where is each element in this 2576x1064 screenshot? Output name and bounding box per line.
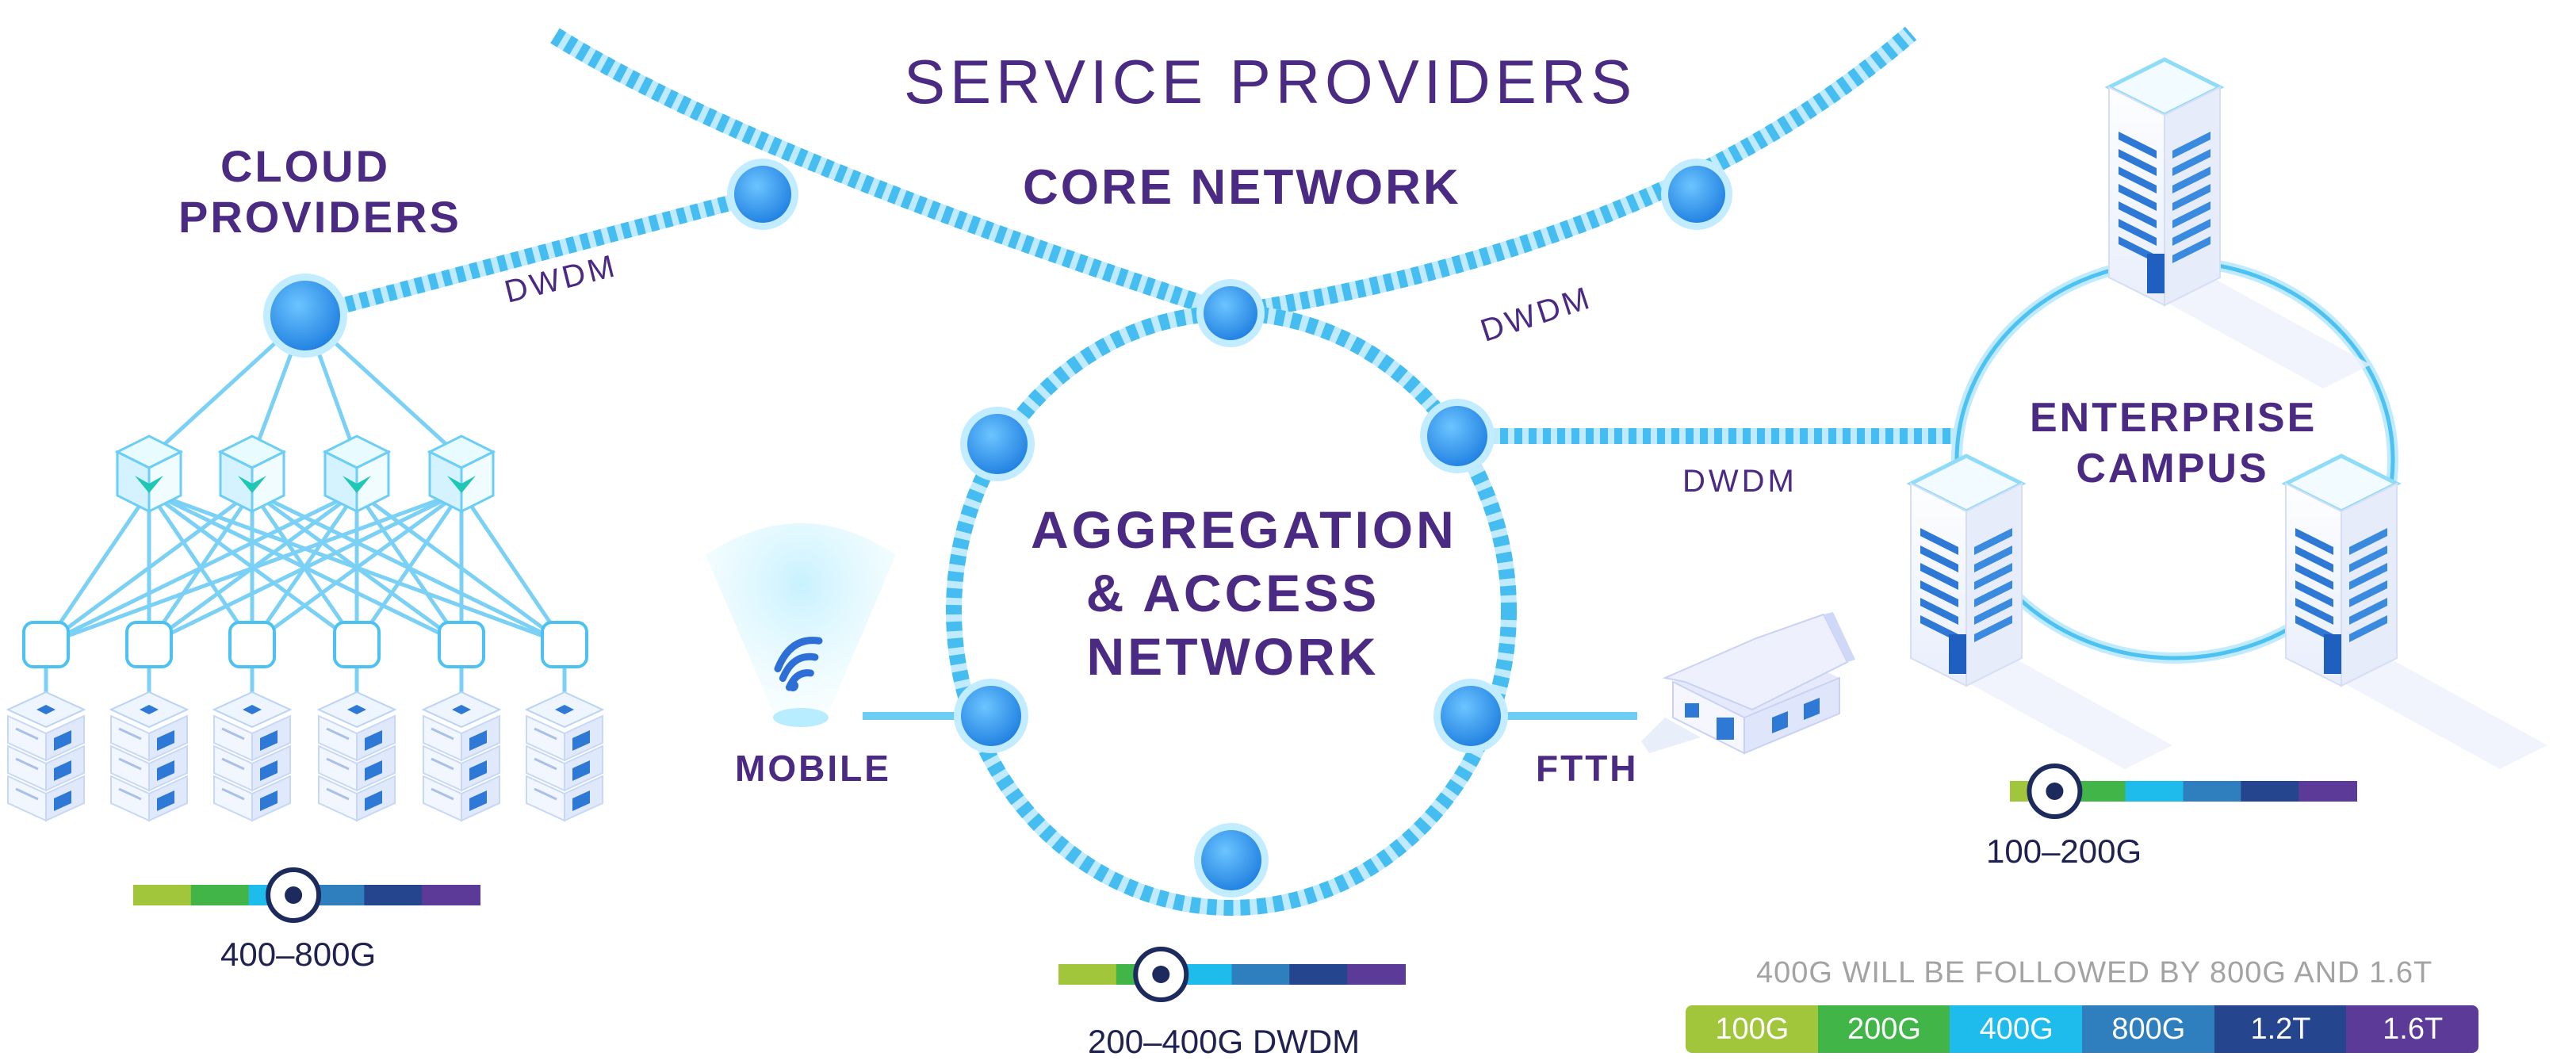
aggregation-line-2: & ACCESS (1085, 564, 1380, 622)
network-node-icon (727, 159, 798, 230)
aggregation-speed-range: 200–400G DWDM (1088, 1023, 1361, 1060)
enterprise-speed-scale (2010, 764, 2357, 819)
server-racks (6, 691, 605, 822)
server-rack-icon (316, 691, 397, 822)
enterprise-campus-label: ENTERPRISE CAMPUS (2030, 392, 2315, 494)
server-rack-icon (524, 691, 605, 822)
legend-segment-1-6t: 1.6T (2346, 1005, 2478, 1053)
aggregation-speed-scale (1058, 947, 1406, 1002)
office-building-icon (2104, 57, 2371, 388)
ftth-label: FTTH (1536, 748, 1639, 789)
office-building-icon (2281, 454, 2547, 769)
cloud-providers-line-1: CLOUD (220, 141, 391, 191)
house-icon (1641, 612, 1855, 755)
network-nodes (263, 159, 1732, 898)
dwdm-label-enterprise: DWDM (1682, 464, 1797, 499)
legend-note: 400G WILL BE FOLLOWED BY 800G AND 1.6T (1756, 956, 2433, 989)
server-rack-icon (212, 691, 293, 822)
spine-switch-icon (427, 434, 496, 514)
leaf-switch-icon (22, 621, 70, 668)
leaf-switch-icon (125, 621, 173, 668)
cloud-speed-range: 400–800G (220, 936, 377, 973)
server-rack-icon (421, 691, 502, 822)
cloud-fabric-links (44, 314, 567, 710)
spine-switch-icon (322, 434, 392, 514)
spine-switches (114, 434, 496, 514)
scale-segment (1231, 964, 1291, 985)
legend-segment-100g: 100G (1686, 1005, 1819, 1053)
spine-switch-icon (217, 434, 287, 514)
enterprise-line-2: CAMPUS (2076, 446, 2269, 492)
scale-segment (1289, 964, 1349, 985)
scale-segment (2298, 781, 2357, 802)
network-node-icon (1420, 399, 1495, 473)
scale-segment (1058, 964, 1117, 985)
network-node-icon (1196, 279, 1265, 347)
legend-segment-800g: 800G (2082, 1005, 2215, 1053)
leaf-switch-icon (438, 621, 485, 668)
core-network-label: CORE NETWORK (1023, 160, 1461, 215)
server-rack-icon (109, 691, 189, 822)
mobile-tower-icon (706, 523, 896, 728)
scale-segment (2183, 781, 2242, 802)
page-title: SERVICE PROVIDERS (904, 47, 1637, 117)
enterprise-speed-range: 100–200G (1986, 832, 2142, 870)
scale-segment (1347, 964, 1406, 985)
legend-segment-1-2t: 1.2T (2214, 1005, 2348, 1053)
speed-scales (133, 764, 2357, 1002)
leaf-switch-icon (333, 621, 381, 668)
core-network-arc (550, 26, 1917, 322)
network-node-icon (1194, 823, 1269, 898)
cloud-dwdm-link (303, 186, 765, 323)
scale-segment (422, 885, 480, 905)
leaf-switch-icon (541, 621, 588, 668)
leaf-switch-icon (228, 621, 276, 668)
scale-segment (2241, 781, 2300, 802)
scale-segment (133, 885, 192, 905)
aggregation-label: AGGREGATION & ACCESS NETWORK (1031, 498, 1457, 688)
legend-segment-200g: 200G (1817, 1005, 1951, 1053)
server-rack-icon (6, 691, 86, 822)
cloud-speed-scale (133, 867, 480, 923)
enterprise-buildings (1906, 57, 2547, 769)
scale-segment (364, 885, 423, 905)
legend-segment-400g: 400G (1950, 1005, 2083, 1053)
network-node-icon (954, 679, 1028, 753)
enterprise-line-1: ENTERPRISE (2030, 395, 2318, 441)
cloud-providers-label: CLOUD PROVIDERS (178, 141, 461, 243)
network-node-icon (263, 274, 347, 358)
mobile-label: MOBILE (735, 748, 891, 789)
network-node-icon (960, 407, 1035, 481)
spine-switch-icon (114, 434, 184, 514)
scale-segment (190, 885, 250, 905)
leaf-switches (22, 621, 588, 668)
aggregation-line-1: AGGREGATION (1031, 500, 1457, 559)
aggregation-line-3: NETWORK (1086, 627, 1380, 686)
network-node-icon (1661, 159, 1732, 230)
cloud-providers-line-2: PROVIDERS (178, 192, 461, 242)
scale-segment (2125, 781, 2184, 802)
network-node-icon (1433, 679, 1508, 753)
office-building-icon (1906, 454, 2172, 769)
